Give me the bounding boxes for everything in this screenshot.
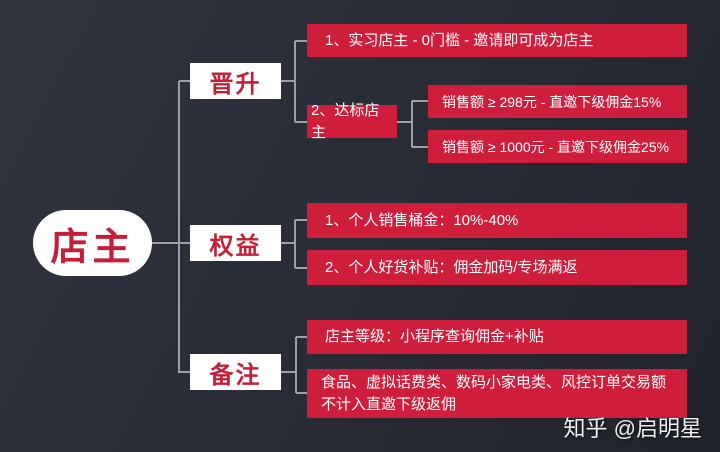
leaf-excluded-categories: 食品、虚拟话费类、数码小家电类、风控订单交易额不计入直邀下级返佣: [307, 369, 687, 418]
root-node-shop-owner: 店主: [33, 210, 152, 276]
leaf-sales-298-commission: 销售额 ≥ 298元 - 直邀下级佣金15%: [428, 85, 687, 118]
branch-promotion: 晋升: [190, 63, 281, 99]
branch-notes: 备注: [190, 354, 281, 390]
zhihu-watermark: 知乎 @启明星: [563, 416, 702, 441]
leaf-sales-1000-commission: 销售额 ≥ 1000元 - 直邀下级佣金25%: [428, 130, 687, 163]
leaf-intern-owner: 1、实习店主 - 0门槛 - 邀请即可成为店主: [307, 24, 687, 57]
leaf-owner-level-query: 店主等级：小程序查询佣金+补贴: [307, 320, 687, 354]
leaf-personal-sales-commission: 1、个人销售桶金：10%-40%: [307, 203, 687, 238]
leaf-goods-subsidy: 2、个人好货补贴：佣金加码/专场满返: [307, 250, 687, 285]
leaf-qualified-owner: 2、达标店主: [307, 102, 397, 141]
branch-benefits: 权益: [190, 225, 281, 261]
